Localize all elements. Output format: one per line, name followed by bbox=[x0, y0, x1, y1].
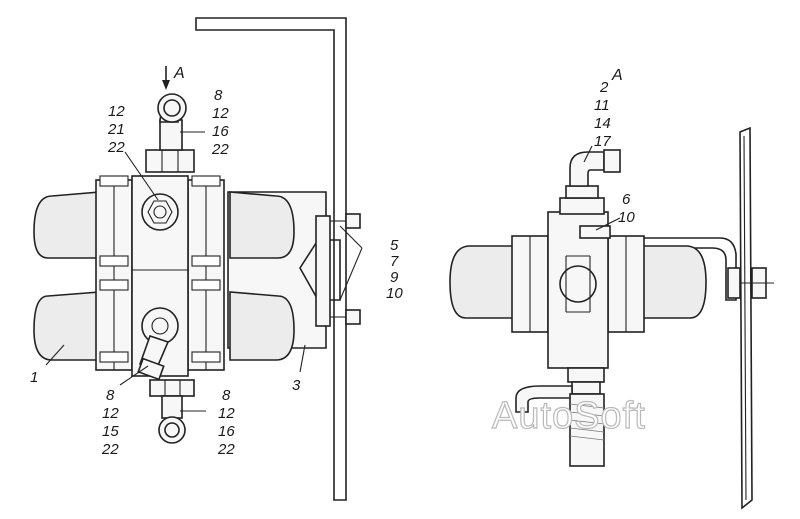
bottom-hex-nut bbox=[149, 379, 195, 397]
bracket-arm bbox=[589, 237, 737, 301]
right-lower-dome bbox=[229, 291, 295, 361]
view-a-label: A bbox=[611, 67, 623, 84]
upper-center-nut bbox=[141, 193, 179, 231]
left-leaders bbox=[45, 131, 363, 412]
watermark: AutoSoft bbox=[492, 395, 646, 437]
frame-panel bbox=[195, 17, 347, 501]
callout-1: 1 bbox=[30, 369, 38, 386]
right-view-assembly: A bbox=[449, 67, 774, 510]
right-view-left-dome bbox=[449, 245, 517, 319]
view-arrow-label: A bbox=[173, 65, 185, 82]
left-view-assembly: A 12 21 22 8 12 16 22 5 7 9 10 bbox=[30, 17, 403, 501]
callout-8-12-16-22-bottom: 8 12 16 22 bbox=[217, 387, 239, 458]
right-view-right-dome bbox=[639, 245, 707, 319]
right-upper-dome bbox=[229, 191, 295, 259]
callout-8-12-16-22-top: 8 12 16 22 bbox=[211, 87, 233, 158]
top-hex-nut bbox=[145, 149, 195, 173]
callout-2-11-14-17: 2 11 14 17 bbox=[594, 79, 615, 150]
callout-12-21-22: 12 21 22 bbox=[107, 103, 129, 156]
callout-6-10: 6 10 bbox=[618, 191, 635, 226]
callout-8-12-15-22: 8 12 15 22 bbox=[101, 387, 123, 458]
callout-3: 3 bbox=[292, 377, 301, 394]
bottom-outlet-ring bbox=[158, 416, 186, 444]
right-leaders bbox=[583, 145, 621, 231]
left-upper-dome bbox=[33, 191, 101, 259]
bottom-elbow-fitting bbox=[515, 385, 573, 413]
callout-5-7-9-10: 5 7 9 10 bbox=[386, 237, 403, 302]
top-inlet-ring bbox=[157, 93, 187, 123]
side-plate bbox=[739, 126, 753, 510]
left-lower-dome bbox=[33, 291, 101, 361]
